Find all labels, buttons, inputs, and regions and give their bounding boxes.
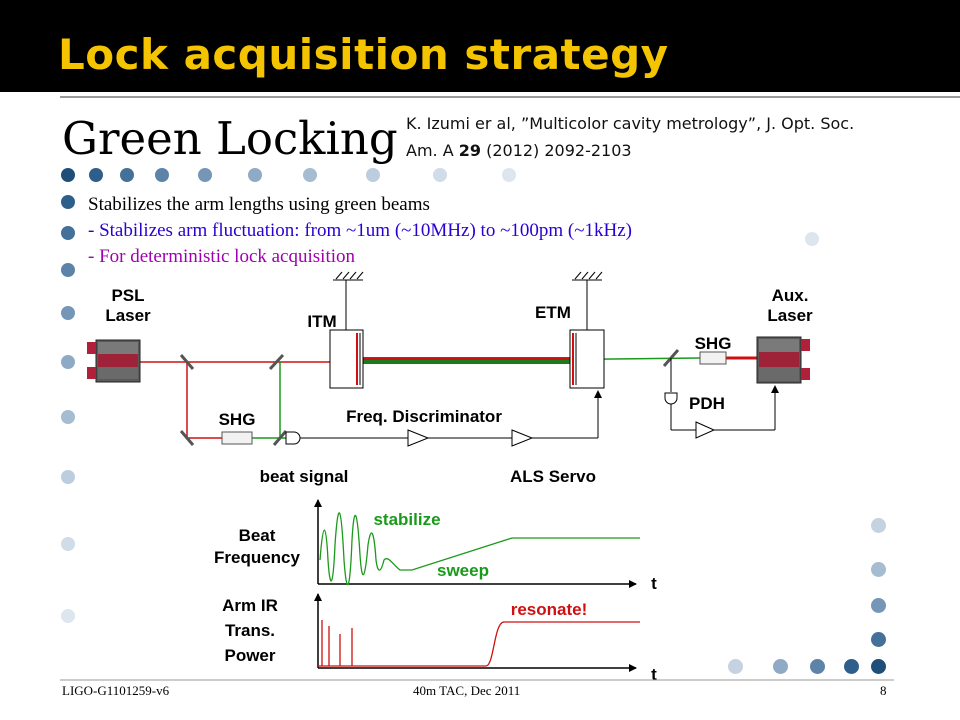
- bullet-item: Stabilizes the arm lengths using green b…: [88, 194, 430, 215]
- dot-icon: [61, 168, 75, 182]
- photodetector-icon: [285, 431, 301, 445]
- psl-label-line2: Laser: [105, 306, 151, 325]
- beat-signal-label: beat signal: [260, 467, 349, 486]
- freq-discriminator-label: Freq. Discriminator: [346, 407, 502, 426]
- reference-pages: (2012) 2092-2103: [481, 141, 632, 160]
- footer-event: 40m TAC, Dec 2011: [413, 683, 521, 698]
- etm-label: ETM: [535, 303, 571, 322]
- dot-icon: [61, 195, 75, 209]
- aux-label-line1: Aux.: [772, 286, 809, 305]
- shg-right-label: SHG: [695, 334, 732, 353]
- pdh-servo-icon: [695, 421, 716, 439]
- slide-title: Lock acquisition strategy: [58, 30, 669, 79]
- pdh-loop: [670, 358, 779, 431]
- sweep-annotation: sweep: [437, 561, 489, 580]
- dot-icon: [61, 609, 75, 623]
- dot-icon: [871, 598, 886, 613]
- plot-bottom-xlabel: t: [651, 665, 657, 684]
- dot-icon: [61, 226, 75, 240]
- aux-label-line2: Laser: [767, 306, 813, 325]
- etm-mirror: ETM: [535, 271, 605, 389]
- title-underline: [60, 96, 960, 98]
- reference-citation: K. Izumi er al, ”Multicolor cavity metro…: [406, 110, 886, 164]
- plot-bottom-ylabel-line1: Arm IR: [222, 596, 278, 615]
- dot-icon: [871, 632, 886, 647]
- shg-right-crystal: [699, 351, 727, 365]
- dot-icon: [198, 168, 212, 182]
- bullet-item: - For deterministic lock acquisition: [88, 246, 356, 267]
- mirror-icon: [268, 353, 285, 371]
- dot-icon: [303, 168, 317, 182]
- shg-left-label: SHG: [219, 410, 256, 429]
- dot-icon: [248, 168, 262, 182]
- reference-volume: 29: [458, 141, 481, 160]
- plot-bottom-ylabel-line2: Trans.: [225, 621, 275, 640]
- dot-icon: [502, 168, 516, 182]
- dot-icon: [844, 659, 859, 674]
- dot-icon: [871, 562, 886, 577]
- dot-icon: [61, 410, 75, 424]
- dot-icon: [89, 168, 103, 182]
- bullet-list: Stabilizes the arm lengths using green b…: [88, 192, 632, 270]
- subheading: Green Locking: [62, 112, 398, 165]
- freq-discriminator-icon: [407, 429, 430, 447]
- arm-cavity-beam: [346, 357, 570, 364]
- photodetector-icon: [664, 392, 678, 405]
- plot-bottom-ylabel-line3: Power: [224, 646, 275, 665]
- plot-top-ylabel-line1: Beat: [239, 526, 276, 545]
- pdh-label: PDH: [689, 394, 725, 413]
- reference-text: K. Izumi er al, ”Multicolor cavity metro…: [406, 114, 855, 160]
- itm-label: ITM: [307, 312, 336, 331]
- psl-label-line1: PSL: [111, 286, 144, 305]
- itm-mirror: ITM: [307, 271, 364, 389]
- dot-icon: [61, 537, 75, 551]
- signal-chain: [300, 390, 602, 439]
- psl-laser: PSL Laser: [87, 286, 151, 383]
- bullet-item: - Stabilizes arm fluctuation: from ~1um …: [88, 220, 632, 241]
- dot-icon: [61, 355, 75, 369]
- green-beam-path: [252, 357, 701, 439]
- resonate-annotation: resonate!: [511, 600, 588, 619]
- aux-laser: Aux. Laser: [756, 286, 813, 384]
- arm-power-trace: [318, 620, 640, 667]
- plot-top-xlabel: t: [651, 574, 657, 593]
- dot-icon: [810, 659, 825, 674]
- beat-frequency-trace: [319, 512, 640, 586]
- plot-top-ylabel-line2: Frequency: [214, 548, 301, 567]
- footer-page-number: 8: [880, 683, 887, 698]
- arm-power-plot: Arm IR Trans. Power t resonate!: [222, 593, 657, 684]
- dot-icon: [120, 168, 134, 182]
- als-servo-icon: [511, 429, 534, 447]
- mirror-icon: [179, 354, 195, 370]
- dot-icon: [773, 659, 788, 674]
- shg-left-crystal: [221, 431, 253, 445]
- dot-icon: [728, 659, 743, 674]
- dot-icon: [366, 168, 380, 182]
- dot-icon: [805, 232, 819, 246]
- footer-doc-id: LIGO-G1101259-v6: [62, 683, 170, 698]
- dot-icon: [871, 518, 886, 533]
- mirror-icon: [272, 430, 288, 446]
- dot-icon: [61, 263, 75, 277]
- dot-icon: [61, 470, 75, 484]
- title-bar: Lock acquisition strategy: [0, 0, 960, 92]
- dot-icon: [155, 168, 169, 182]
- stabilize-annotation: stabilize: [373, 510, 440, 529]
- beat-frequency-plot: Beat Frequency t stabilize sweep: [214, 499, 657, 593]
- dot-icon: [61, 306, 75, 320]
- mirror-icon: [179, 430, 195, 446]
- als-servo-label: ALS Servo: [510, 467, 596, 486]
- dot-icon: [433, 168, 447, 182]
- dot-icon: [871, 659, 886, 674]
